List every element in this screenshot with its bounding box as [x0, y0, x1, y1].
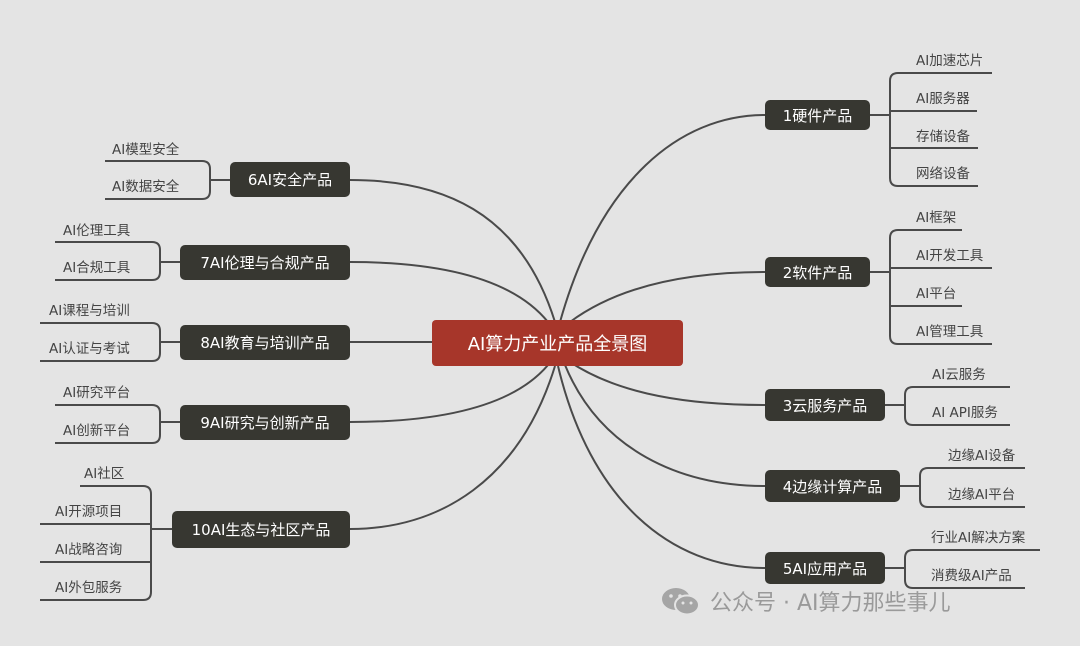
leaf[interactable]: AI社区 — [84, 466, 125, 482]
leaf[interactable]: AI数据安全 — [112, 179, 180, 195]
wechat-icon — [662, 588, 700, 616]
leaf[interactable]: AI加速芯片 — [916, 53, 984, 69]
leaf[interactable]: 网络设备 — [916, 166, 970, 182]
leaf[interactable]: AI云服务 — [932, 367, 986, 383]
branch-edge[interactable]: 4边缘计算产品 — [765, 470, 900, 502]
leaf[interactable]: AI课程与培训 — [49, 303, 130, 319]
leaf[interactable]: AI模型安全 — [112, 142, 180, 158]
leaf[interactable]: AI平台 — [916, 286, 957, 302]
leaf[interactable]: AI认证与考试 — [49, 341, 130, 357]
leaf[interactable]: AI合规工具 — [63, 260, 131, 276]
leaf[interactable]: AI外包服务 — [55, 580, 123, 596]
leaf[interactable]: 消费级AI产品 — [931, 568, 1012, 584]
leaf[interactable]: AI框架 — [916, 210, 957, 226]
leaf[interactable]: 边缘AI设备 — [948, 448, 1016, 464]
leaf[interactable]: AI管理工具 — [916, 324, 984, 340]
leaf[interactable]: AI开发工具 — [916, 248, 984, 264]
leaf[interactable]: AI伦理工具 — [63, 223, 131, 239]
watermark-text: 公众号 · AI算力那些事儿 — [710, 591, 951, 616]
watermark: 公众号 · AI算力那些事儿 — [660, 585, 951, 617]
leaf[interactable]: AI服务器 — [916, 91, 970, 107]
branch-research[interactable]: 9AI研究与创新产品 — [180, 405, 350, 440]
leaf[interactable]: AI开源项目 — [55, 504, 123, 520]
leaf[interactable]: 行业AI解决方案 — [931, 530, 1026, 546]
leaf[interactable]: AI研究平台 — [63, 385, 131, 401]
branch-hardware[interactable]: 1硬件产品 — [765, 100, 870, 130]
branch-cloud[interactable]: 3云服务产品 — [765, 389, 885, 421]
leaf[interactable]: AI战略咨询 — [55, 542, 123, 558]
leaf[interactable]: AI API服务 — [932, 405, 998, 421]
leaf[interactable]: 存储设备 — [916, 129, 970, 145]
branch-security[interactable]: 6AI安全产品 — [230, 162, 350, 197]
branch-education[interactable]: 8AI教育与培训产品 — [180, 325, 350, 360]
leaf[interactable]: 边缘AI平台 — [948, 487, 1016, 503]
branch-ecosystem[interactable]: 10AI生态与社区产品 — [172, 511, 350, 548]
branch-software[interactable]: 2软件产品 — [765, 257, 870, 287]
leaf[interactable]: AI创新平台 — [63, 423, 131, 439]
root-node[interactable]: AI算力产业产品全景图 — [432, 320, 683, 366]
branch-ethics[interactable]: 7AI伦理与合规产品 — [180, 245, 350, 280]
branch-application[interactable]: 5AI应用产品 — [765, 552, 885, 584]
